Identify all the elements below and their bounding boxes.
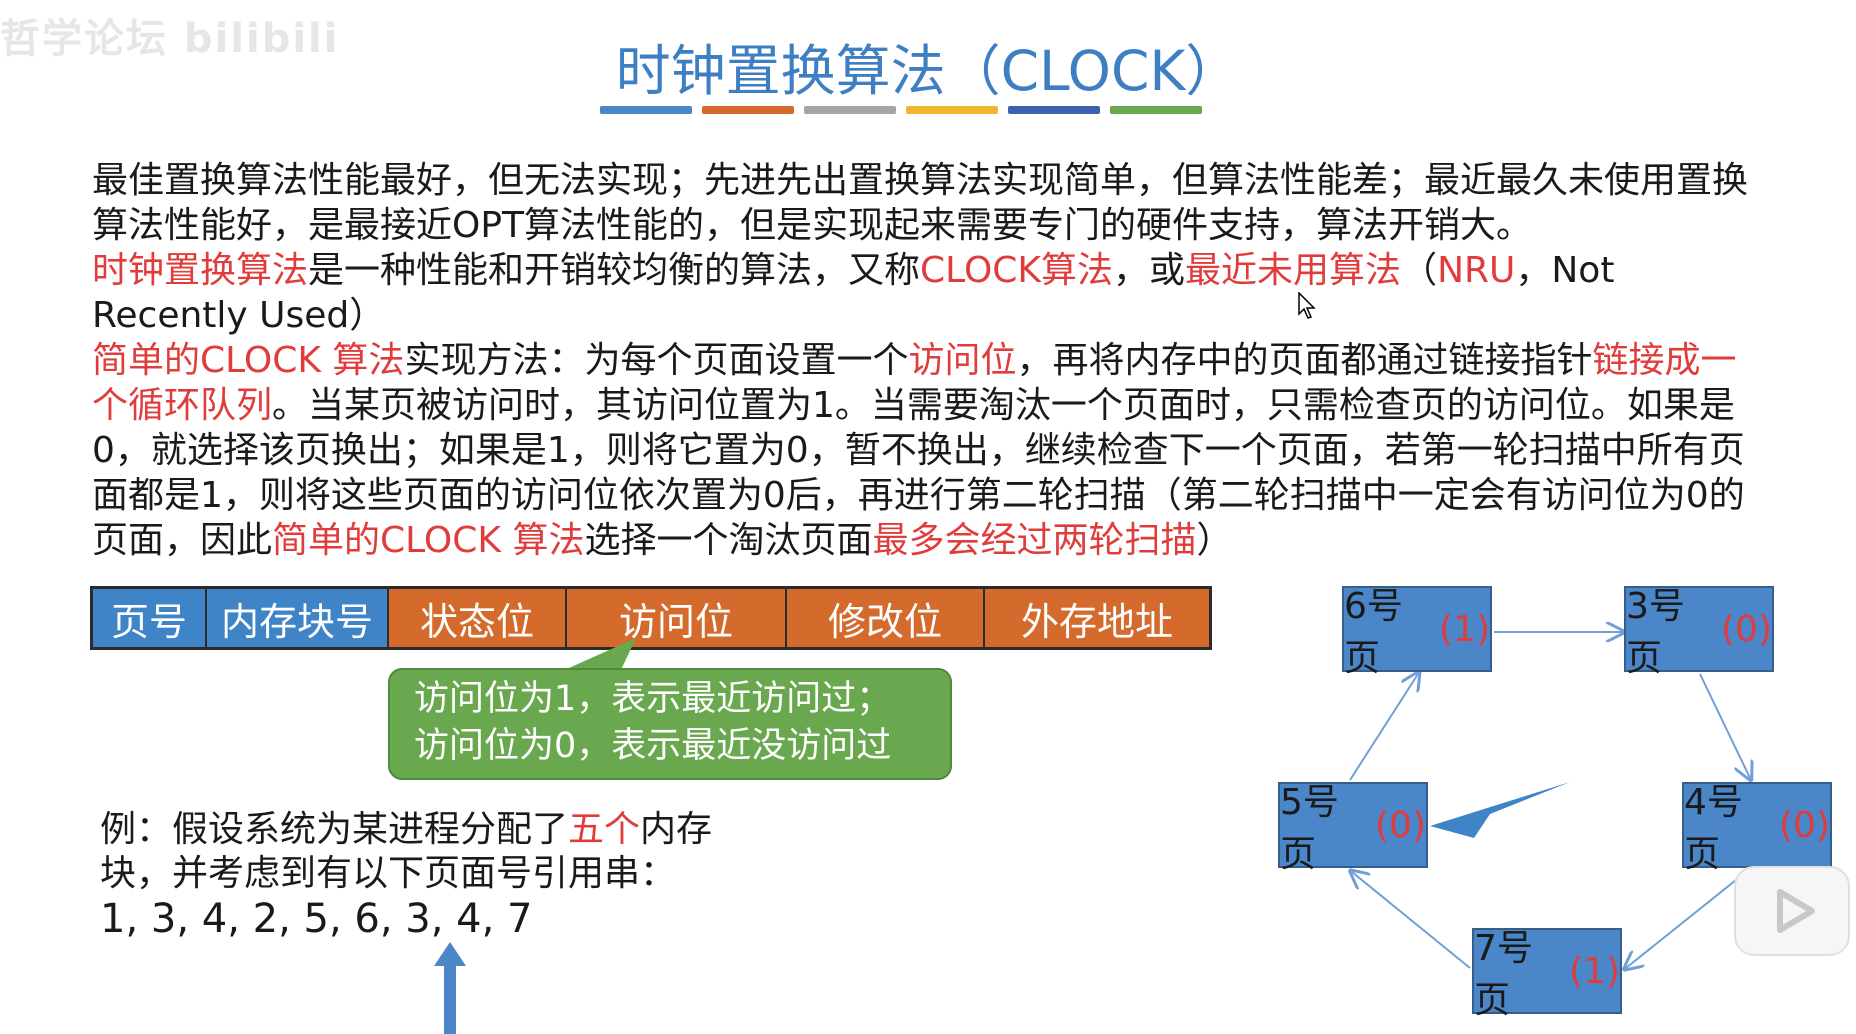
title-bar-1 [600,106,692,114]
node-label: 3号页 [1626,586,1685,679]
col-disk-address: 外存地址 [985,589,1209,647]
sequence-pointer-arrow [434,942,466,1034]
node-label: 5号页 [1280,782,1339,875]
term-nru: NRU [1437,250,1516,291]
clock-hand-pointer [1430,782,1570,838]
method-text-2: ，再将内存中的页面都通过链接指针 [1016,340,1593,381]
col-status-bit: 状态位 [389,589,567,647]
callout-pointer [560,638,636,672]
method-text-5: ） [1196,520,1233,561]
example-text: 例：假设系统为某进程分配了五个内存块，并考虑到有以下页面号引用串： [100,808,740,896]
reference-string: 1, 3, 4, 2, 5, 6, 3, 4, 7 [100,896,533,942]
node-label: 7号页 [1474,928,1533,1021]
method-text-1: 实现方法：为每个页面设置一个 [404,340,909,381]
callout-line-2: 访问位为0，表示最近没访问过 [414,726,892,766]
col-page-number: 页号 [93,589,207,647]
node-label: 4号页 [1684,782,1743,875]
title-bar-4 [906,106,998,114]
definition-paragraph: 时钟置换算法是一种性能和开销较均衡的算法，又称CLOCK算法，或最近未用算法（N… [92,248,1772,338]
method-paragraph: 简单的CLOCK 算法实现方法：为每个页面设置一个访问位，再将内存中的页面都通过… [92,338,1772,563]
node-bit: (1) [1439,608,1490,650]
example-suffix: 内存块，并考虑到有以下页面号引用串： [100,809,713,894]
title-bar-5 [1008,106,1100,114]
clock-node-page-6: 6号页 (1) [1342,586,1492,679]
access-bit-callout: 访问位为1，表示最近访问过； 访问位为0，表示最近没访问过 [388,668,952,780]
intro-paragraph: 最佳置换算法性能最好，但无法实现；先进先出置换算法实现简单，但算法性能差；最近最… [92,158,1772,248]
arrow-7-to-5 [1352,872,1471,969]
term-two-scans: 最多会经过两轮扫描 [872,520,1197,561]
arrow-5-to-6 [1349,674,1418,781]
definition-text-1: 是一种性能和开销较均衡的算法，又称 [308,250,921,291]
term-simple-clock-2: 简单的CLOCK 算法 [272,520,585,561]
arrow-3-to-4 [1699,673,1750,778]
col-memory-block: 内存块号 [207,589,389,647]
example-prefix: 例：假设系统为某进程分配了 [100,809,569,850]
term-simple-clock: 简单的CLOCK 算法 [92,340,405,381]
callout-line-1: 访问位为1，表示最近访问过； [414,679,892,719]
example-highlight: 五个 [568,809,641,850]
slide-title: 时钟置换算法（CLOCK） [615,39,1241,103]
term-nru-cn: 最近未用算法 [1185,250,1402,291]
node-bit: (0) [1375,804,1426,846]
mouse-cursor-icon [1298,292,1316,319]
title-bar-3 [804,106,896,114]
node-bit: (1) [1569,950,1620,992]
node-bit: (0) [1721,608,1772,650]
col-modify-bit: 修改位 [787,589,985,647]
node-bit: (0) [1779,804,1830,846]
definition-text-2: ，或 [1113,250,1186,291]
title-bar-6 [1110,106,1202,114]
page-table-header: 页号 内存块号 状态位 访问位 修改位 外存地址 [90,586,1212,650]
term-clock: CLOCK算法 [920,250,1114,291]
col-access-bit: 访问位 [567,589,787,647]
term-circular-queue: 链接成一个循环队列 [92,340,1737,426]
play-icon [1777,889,1815,933]
node-label: 6号页 [1344,586,1403,679]
arrow-4-to-7 [1626,879,1737,968]
title-bar-2 [702,106,794,114]
method-text-3: 。当某页被访问时，其访问位置为1。当需要淘汰一个页面时，只需检查页的访问位。如果… [92,385,1745,561]
play-button[interactable] [1734,866,1850,956]
term-clock-algorithm: 时钟置换算法 [92,250,309,291]
intro-text: 最佳置换算法性能最好，但无法实现；先进先出置换算法实现简单，但算法性能差；最近最… [92,160,1749,246]
watermark-logo: 哲学论坛 bilibili [0,16,340,62]
term-access-bit: 访问位 [908,340,1017,381]
definition-text-4: ，Not Recently Used） [92,250,1615,336]
definition-text-3: （ [1401,250,1438,291]
clock-node-page-7: 7号页 (1) [1472,928,1622,1021]
method-text-4: 选择一个淘汰页面 [584,520,873,561]
clock-node-page-4: 4号页 (0) [1682,782,1832,875]
clock-node-page-3: 3号页 (0) [1624,586,1774,679]
clock-node-page-5: 5号页 (0) [1278,782,1428,875]
